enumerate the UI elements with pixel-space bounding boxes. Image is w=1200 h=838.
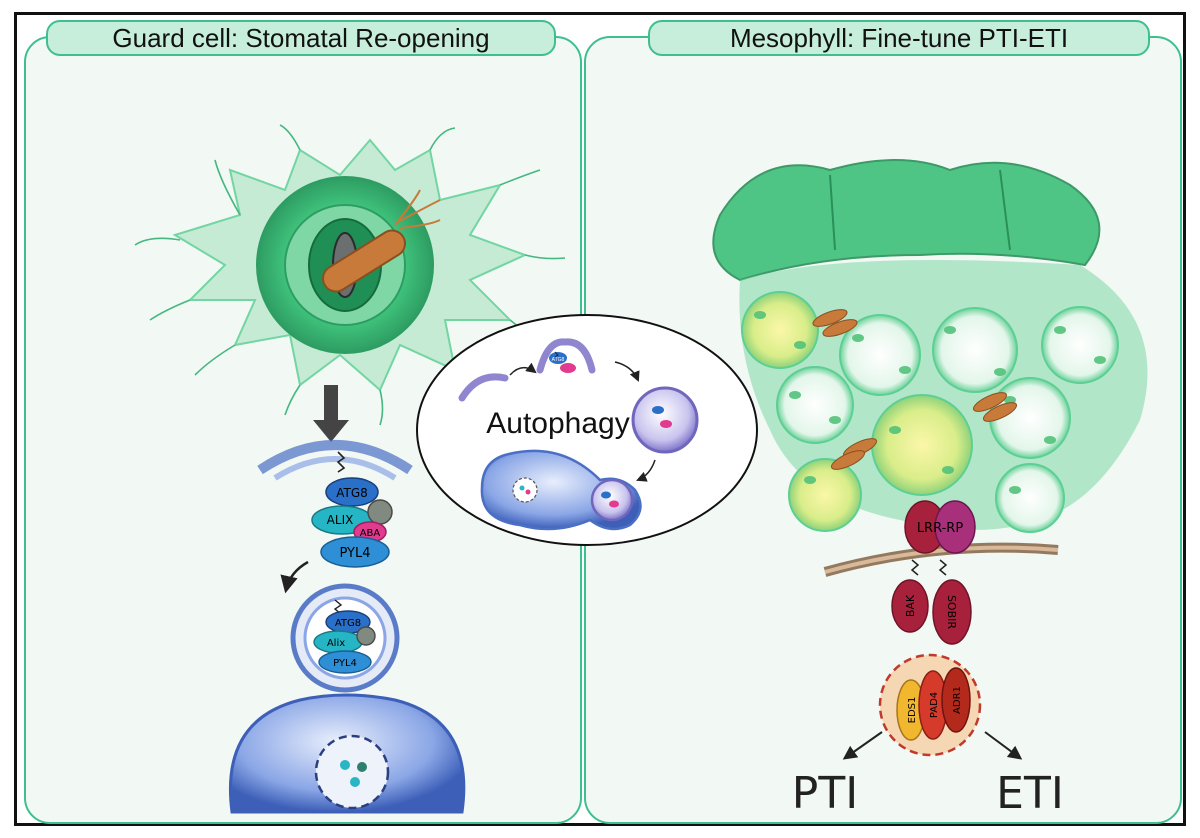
- immune-receptor-complex: LRR-RP BAK SOBIR: [823, 500, 1059, 645]
- atg8-label-2: ATG8: [335, 618, 361, 629]
- pti-label: PTI: [792, 768, 858, 819]
- bacterium-icon: [322, 189, 441, 293]
- alix-label-1: ALIX: [327, 513, 354, 527]
- eti-label: ETI: [996, 768, 1064, 819]
- pti-arrow-icon: [842, 731, 883, 760]
- atg8-label-1: ATG8: [336, 486, 368, 500]
- pyl4-label-2: PYL4: [333, 658, 357, 669]
- lrr-rp-label: LRR-RP: [917, 521, 964, 536]
- curved-arrow-icon: [280, 560, 309, 594]
- pad4-label: PAD4: [929, 692, 940, 718]
- bak-label: BAK: [904, 594, 917, 617]
- aba-label: ABA: [360, 528, 381, 539]
- pyl4-label-1: PYL4: [339, 546, 370, 561]
- eti-arrow-icon: [984, 731, 1023, 760]
- autophagy-label: Autophagy: [486, 407, 629, 440]
- atg8-complex-1: ATG8 ALIX ABA PYL4: [257, 440, 413, 568]
- vacuole: [228, 693, 466, 814]
- stomata-illustration: [134, 124, 566, 426]
- bacteria-cluster-icon: [812, 309, 1018, 470]
- alix-label-2: Alix: [327, 638, 345, 649]
- atg8-mini-label: ATG8: [552, 357, 565, 363]
- guard-cell-panel-title: Guard cell: Stomatal Re-opening: [46, 20, 556, 56]
- adr1-label: ADR1: [952, 686, 963, 714]
- mesophyll-tissue: [712, 159, 1148, 533]
- autophagosome-guard-cell: ATG8 Alix PYL4: [290, 583, 400, 693]
- mesophyll-panel-title: Mesophyll: Fine-tune PTI-ETI: [648, 20, 1150, 56]
- autophagy-cycle: ATG8 Autophagy: [416, 314, 758, 546]
- down-arrow-icon: [313, 385, 349, 442]
- sobir-label: SOBIR: [945, 595, 958, 629]
- eds1-label: EDS1: [907, 697, 918, 724]
- eds1-complex: EDS1 PAD4 ADR1: [878, 653, 982, 757]
